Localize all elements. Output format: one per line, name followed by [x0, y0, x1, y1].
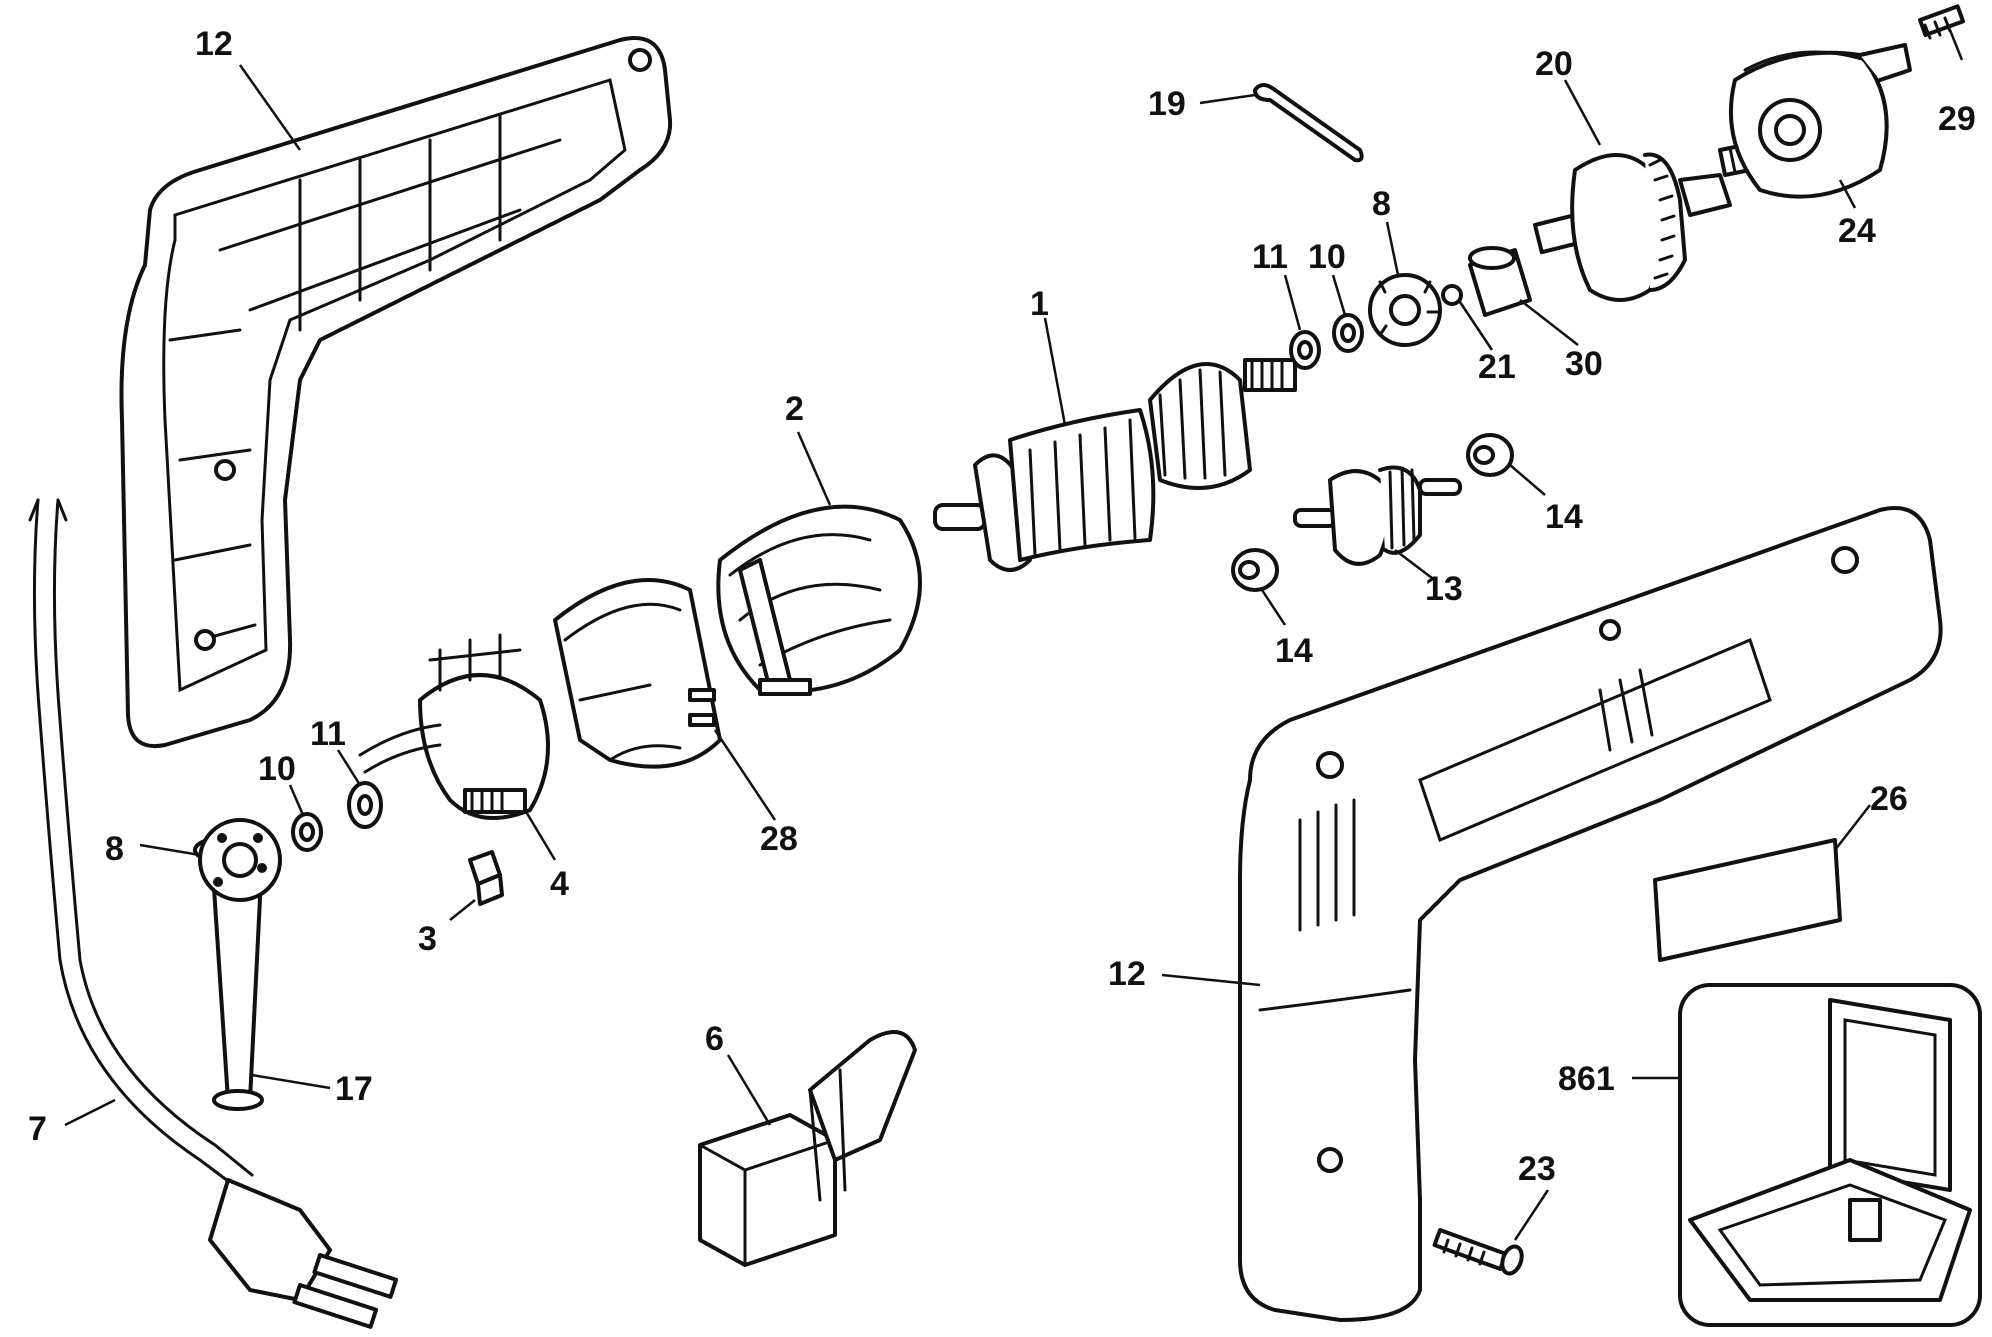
leader-c14a [1509, 464, 1546, 496]
callout-14-left: 14 [1275, 632, 1313, 670]
leader-c12a [238, 64, 302, 151]
leader-c28 [713, 729, 777, 821]
callout-6: 6 [705, 1020, 724, 1058]
callout-8-lower: 8 [105, 830, 124, 868]
switch [698, 1030, 917, 1267]
callout-23: 23 [1518, 1150, 1556, 1188]
leader-c10a [1331, 274, 1347, 316]
callout-20: 20 [1535, 45, 1573, 83]
carry-case [1678, 983, 1982, 1327]
chuck-screw [1918, 4, 1966, 40]
housing-left-half [119, 36, 673, 749]
leader-c24 [1838, 179, 1857, 209]
callout-11-lower: 11 [310, 715, 346, 753]
callout-30: 30 [1565, 345, 1603, 383]
callout-2: 2 [785, 390, 804, 428]
leader-c1 [1043, 317, 1067, 426]
callout-4: 4 [550, 865, 569, 903]
callout-21: 21 [1478, 348, 1516, 386]
callout-29: 29 [1938, 100, 1976, 138]
spindle-gear [1533, 138, 1777, 302]
bearing-right [1466, 433, 1514, 477]
leader-c11b [336, 749, 362, 786]
leader-c2 [796, 431, 832, 506]
leader-c14b [1260, 589, 1287, 626]
leader-c6 [726, 1054, 772, 1126]
washer-lower [347, 781, 383, 829]
leader-c10b [288, 784, 305, 816]
brush [468, 850, 504, 906]
washer-small-lower [291, 812, 323, 852]
leader-lines [64, 29, 1964, 1241]
bushing [1468, 246, 1532, 317]
callout-7: 7 [28, 1110, 47, 1148]
bearing-left [1231, 548, 1279, 592]
washer-upper [1289, 330, 1321, 370]
baffle [553, 578, 722, 769]
leader-c30 [1519, 299, 1579, 346]
bearing-upper [1368, 273, 1442, 347]
callout-13: 13 [1425, 570, 1463, 608]
washer-small-upper [1332, 313, 1364, 353]
field [716, 504, 922, 696]
bearing-lower [198, 818, 282, 902]
screw [1432, 1228, 1524, 1276]
callout-24: 24 [1838, 212, 1876, 250]
leader-c4 [523, 809, 557, 861]
label [1653, 838, 1842, 962]
callout-19: 19 [1148, 85, 1186, 123]
nameplate-strip [1253, 83, 1364, 163]
callouts: 12 19 20 29 24 8 11 10 21 30 1 2 14 13 1… [28, 25, 1976, 1188]
leader-c8a [1385, 221, 1400, 276]
leader-c29 [1948, 29, 1964, 61]
leader-c17 [251, 1073, 331, 1090]
callout-14-right: 14 [1545, 498, 1583, 536]
callout-10-lower: 10 [258, 750, 296, 788]
leader-c3 [449, 899, 476, 921]
callout-10-upper: 10 [1308, 238, 1346, 276]
callout-8-upper: 8 [1372, 185, 1391, 223]
brush-holder [358, 633, 550, 820]
leader-c26 [1834, 804, 1871, 851]
leader-c8b [139, 843, 201, 857]
leader-c23 [1513, 1189, 1550, 1241]
ball [1441, 284, 1463, 306]
leader-c11a [1283, 274, 1302, 331]
callout-17: 17 [335, 1070, 373, 1108]
housing-right-half [1238, 506, 1943, 1322]
leader-c20 [1563, 79, 1602, 146]
armature [933, 358, 1297, 572]
callout-12-left: 12 [195, 25, 233, 63]
callout-12-right: 12 [1108, 955, 1146, 993]
leader-c12b [1161, 973, 1261, 987]
callout-28: 28 [760, 820, 798, 858]
power-cord [28, 498, 399, 1329]
callout-11-upper: 11 [1252, 238, 1288, 276]
leader-c21 [1458, 301, 1494, 351]
leader-c19 [1199, 93, 1256, 105]
intermediate-gear [1293, 465, 1462, 566]
leader-c7 [64, 1098, 116, 1127]
callout-26: 26 [1870, 780, 1908, 818]
callout-3: 3 [418, 920, 437, 958]
chuck [1728, 43, 1912, 199]
leader-c13 [1394, 549, 1433, 579]
callout-1: 1 [1030, 285, 1049, 323]
callout-861: 861 [1558, 1060, 1615, 1098]
